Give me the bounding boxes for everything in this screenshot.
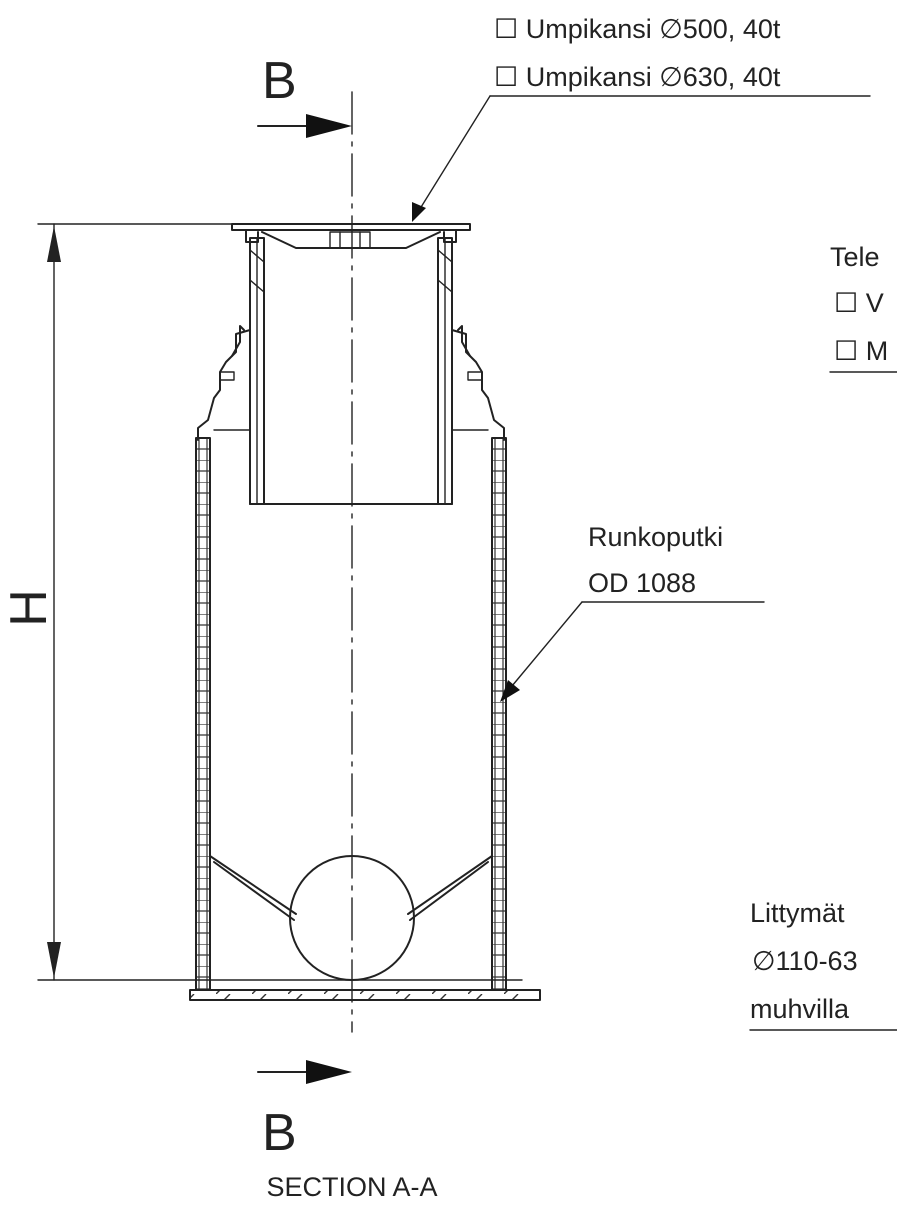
body-wall-right: [491, 437, 507, 991]
manhole-cover: [231, 223, 471, 249]
dimension-label: H: [0, 589, 58, 627]
body-pipe-callout: Runkoputki OD 1088: [500, 522, 765, 702]
section-cut-top: B: [257, 52, 352, 138]
connections-note: muhvilla: [750, 994, 850, 1024]
connections-range: ∅110-63: [752, 946, 858, 976]
cut-marker-top: B: [262, 52, 297, 110]
body-pipe-diameter: OD 1088: [588, 568, 696, 598]
bottom-plate: [189, 979, 541, 1001]
cone-transition: [197, 325, 505, 441]
body-pipe-name: Runkoputki: [588, 522, 723, 552]
cut-marker-bottom: B: [262, 1104, 297, 1162]
connections-callout: Littymät ∅110-63 muhvilla: [749, 898, 897, 1031]
height-dimension: H: [0, 223, 233, 981]
cover-callout: ☐ Umpikansi ∅500, 40t ☐ Umpikansi ∅630, …: [412, 14, 871, 222]
body-wall-left: [195, 437, 211, 991]
section-label: SECTION A-A: [266, 1172, 437, 1202]
outlet-pipe: [289, 855, 415, 981]
cover-option-1: ☐ Umpikansi ∅500, 40t: [494, 14, 781, 44]
telescope-callout: Tele ☐ V ☐ M: [829, 242, 897, 373]
telescope-title: Tele: [830, 242, 880, 272]
telescope-option-1: ☐ V: [834, 288, 884, 318]
benching: [209, 855, 493, 981]
telescope-tube: [249, 237, 453, 505]
section-cut-bottom: B: [257, 1060, 352, 1162]
connections-title: Littymät: [750, 898, 845, 928]
telescope-option-2: ☐ M: [834, 336, 888, 366]
cover-option-2: ☐ Umpikansi ∅630, 40t: [494, 62, 781, 92]
